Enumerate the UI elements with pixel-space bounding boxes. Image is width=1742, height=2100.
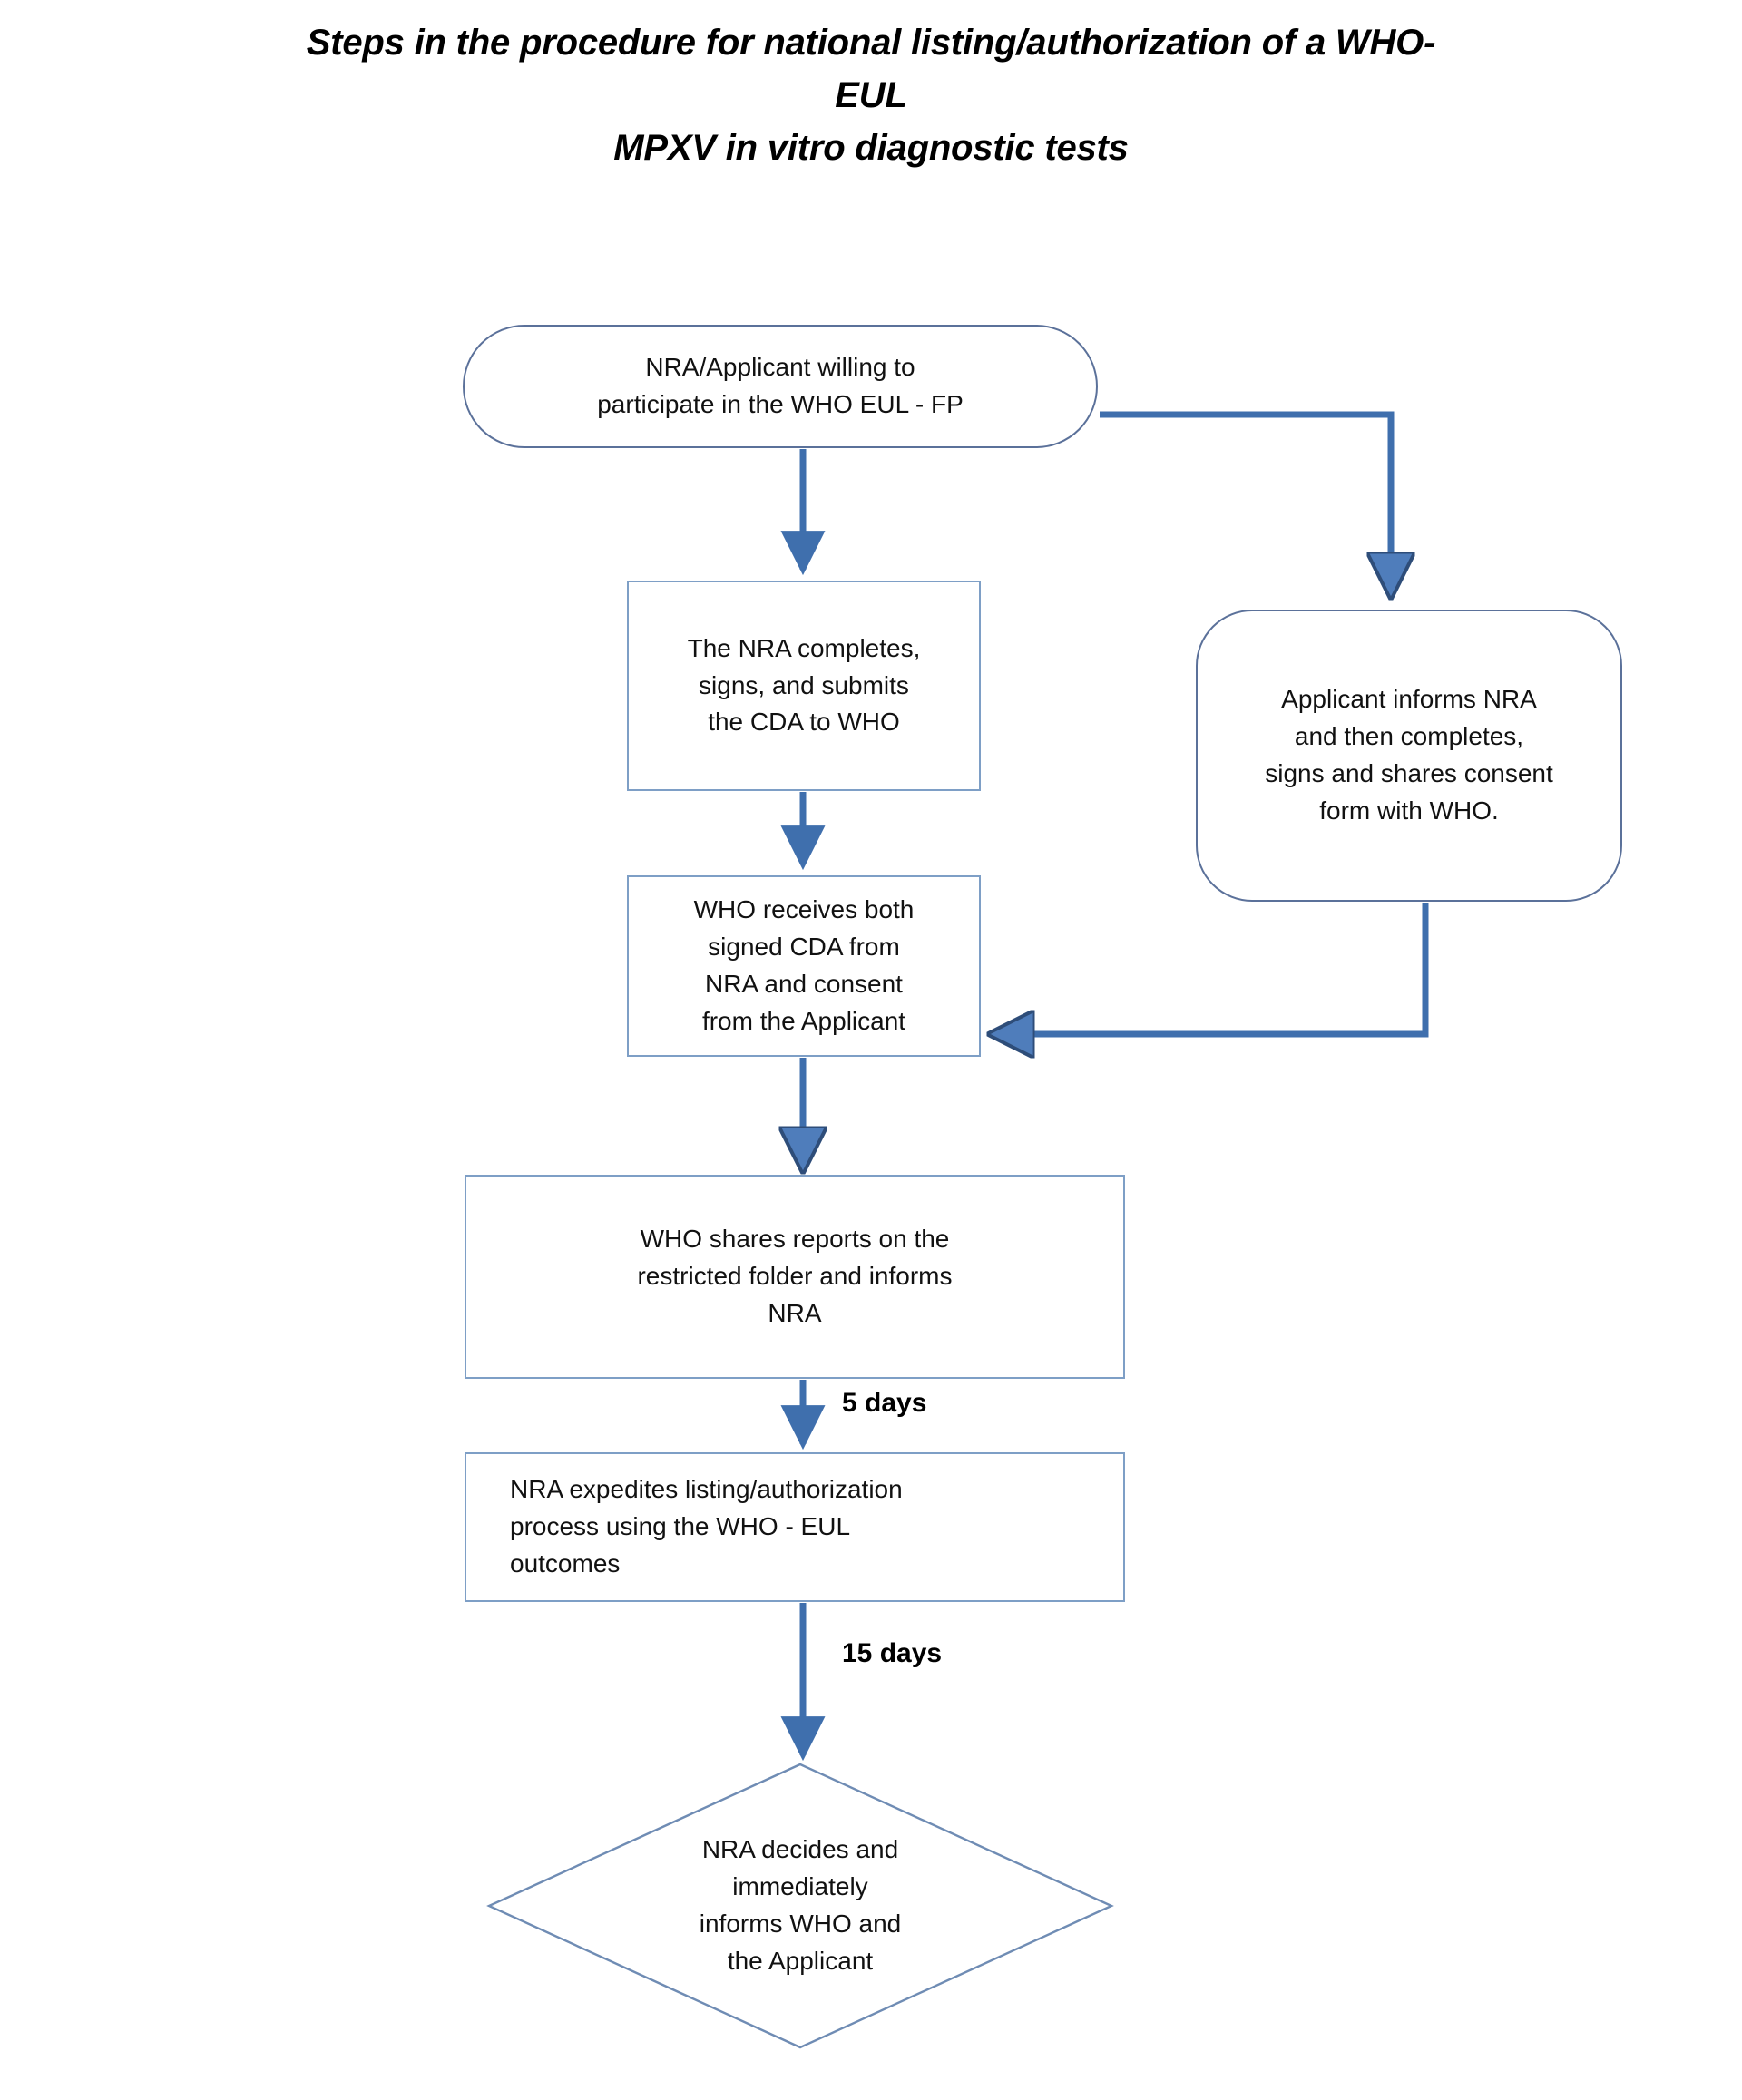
page-title-line-2: MPXV in vitro diagnostic tests: [613, 128, 1129, 168]
node-who-receives-cda-consent[interactable]: WHO receives both signed CDA from NRA an…: [627, 875, 981, 1057]
page-title: Steps in the procedure for national list…: [0, 16, 1742, 174]
node-label: The NRA completes, signs, and submits th…: [687, 633, 921, 737]
edge-label-15-days: 15 days: [842, 1638, 943, 1668]
node-label: NRA decides and immediately informs WHO …: [699, 1835, 902, 1975]
node-nra-applicant-willing[interactable]: NRA/Applicant willing to participate in …: [463, 325, 1098, 448]
edge-start-to-applicant: [1100, 411, 1391, 594]
node-nra-decides-informs[interactable]: NRA decides and immediately informs WHO …: [486, 1762, 1114, 2050]
node-label: WHO shares reports on the restricted fol…: [637, 1225, 953, 1327]
node-label: NRA/Applicant willing to participate in …: [597, 353, 964, 418]
node-label: WHO receives both signed CDA from NRA an…: [693, 895, 915, 1035]
diamond-shape: [486, 1763, 1114, 2049]
node-who-shares-reports[interactable]: WHO shares reports on the restricted fol…: [465, 1175, 1125, 1379]
node-applicant-informs-nra[interactable]: Applicant informs NRA and then completes…: [1196, 610, 1622, 902]
node-nra-completes-cda[interactable]: The NRA completes, signs, and submits th…: [627, 581, 981, 791]
node-nra-expedites-listing[interactable]: NRA expedites listing/authorization proc…: [465, 1452, 1125, 1602]
node-label: NRA expedites listing/authorization proc…: [510, 1475, 903, 1577]
node-label: Applicant informs NRA and then completes…: [1265, 685, 1553, 825]
edge-applicant-to-whoreceives: [993, 903, 1429, 1034]
page-title-line-1: Steps in the procedure for national list…: [306, 23, 1436, 115]
edge-label-5-days: 5 days: [842, 1388, 927, 1418]
